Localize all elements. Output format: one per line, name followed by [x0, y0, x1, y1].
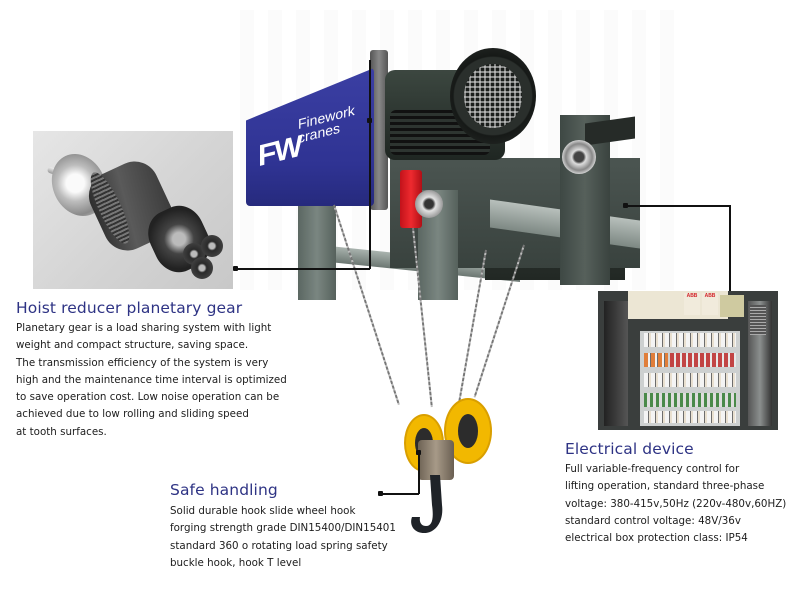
- callout-line-electrical: [625, 205, 730, 207]
- gear-line: The transmission efficiency of the syste…: [16, 356, 269, 369]
- gear-line: achieved due to low rolling and sliding …: [16, 408, 249, 421]
- relay-row: [670, 353, 736, 367]
- gear-line: at tooth surfaces.: [16, 425, 107, 438]
- callout-line-gear: [236, 268, 370, 270]
- breaker-row: [644, 353, 668, 367]
- electric-hoist-illustration: FW Finework cranes: [240, 40, 660, 310]
- gear-description: Planetary gear is a load sharing system …: [16, 320, 287, 441]
- electrical-line: voltage: 380-415v,50Hz (220v-480v,60HZ): [565, 497, 787, 510]
- callout-line-gear: [369, 60, 371, 269]
- electrical-description: Full variable-frequency control for lift…: [565, 461, 786, 547]
- trolley-wheel: [562, 140, 596, 174]
- cabinet-vent: [750, 305, 766, 335]
- terminal-row: [644, 373, 736, 387]
- terminal-row: [644, 411, 736, 423]
- side-leg-left: [298, 200, 336, 300]
- callout-line-handling: [418, 450, 420, 494]
- handling-description: Solid durable hook slide wheel hook forg…: [170, 503, 396, 572]
- fan-grill-icon: [464, 64, 522, 128]
- gear-line: weight and compact structure, saving spa…: [16, 339, 249, 352]
- electrical-line: lifting operation, standard three-phase: [565, 480, 765, 493]
- handling-heading: Safe handling: [170, 481, 278, 499]
- gear-line: Planetary gear is a load sharing system …: [16, 322, 272, 334]
- callout-dot-handling-target: [416, 450, 421, 455]
- gear-line: to save operation cost. Low noise operat…: [16, 391, 280, 404]
- control-cabinet-photo: ABB ABB: [598, 291, 778, 430]
- gear-heading: Hoist reducer planetary gear: [16, 299, 243, 317]
- callout-line-electrical: [729, 205, 731, 291]
- crane-hook-icon: [411, 475, 443, 533]
- electrical-line: standard control voltage: 48V/36v: [565, 514, 741, 527]
- cabinet-display: [720, 295, 744, 317]
- rope-pulley: [415, 190, 443, 218]
- sheave-hub: [458, 414, 478, 448]
- callout-line-handling: [380, 493, 419, 495]
- motor-flange-plate: [370, 50, 388, 210]
- planetary-gear-photo: [33, 131, 233, 289]
- handling-line: buckle hook, hook T level: [170, 556, 302, 569]
- rope-guide-bracket: [400, 170, 422, 228]
- handling-line: forging strength grade DIN15400/DIN15401: [170, 522, 396, 535]
- terminal-row: [644, 333, 736, 347]
- callout-dot-gear-target: [367, 118, 372, 123]
- cabinet-door-left: [604, 301, 628, 426]
- electrical-line: electrical box protection class: IP54: [565, 532, 748, 545]
- planet-gear: [201, 235, 223, 257]
- terminal-row: [644, 393, 736, 407]
- callout-dot-gear: [233, 266, 238, 271]
- cabinet-mounting-plate: [640, 331, 740, 426]
- hook-crosshead: [418, 440, 454, 480]
- abb-drive-label: ABB: [702, 293, 718, 315]
- gear-line: high and the maintenance time interval i…: [16, 373, 287, 386]
- handling-line: Solid durable hook slide wheel hook: [170, 505, 356, 517]
- electrical-heading: Electrical device: [565, 440, 694, 458]
- abb-drive-label: ABB: [684, 293, 700, 315]
- handling-line: standard 360 o rotating load spring safe…: [170, 539, 388, 552]
- electrical-line: Full variable-frequency control for: [565, 463, 740, 475]
- planet-gear: [191, 257, 213, 279]
